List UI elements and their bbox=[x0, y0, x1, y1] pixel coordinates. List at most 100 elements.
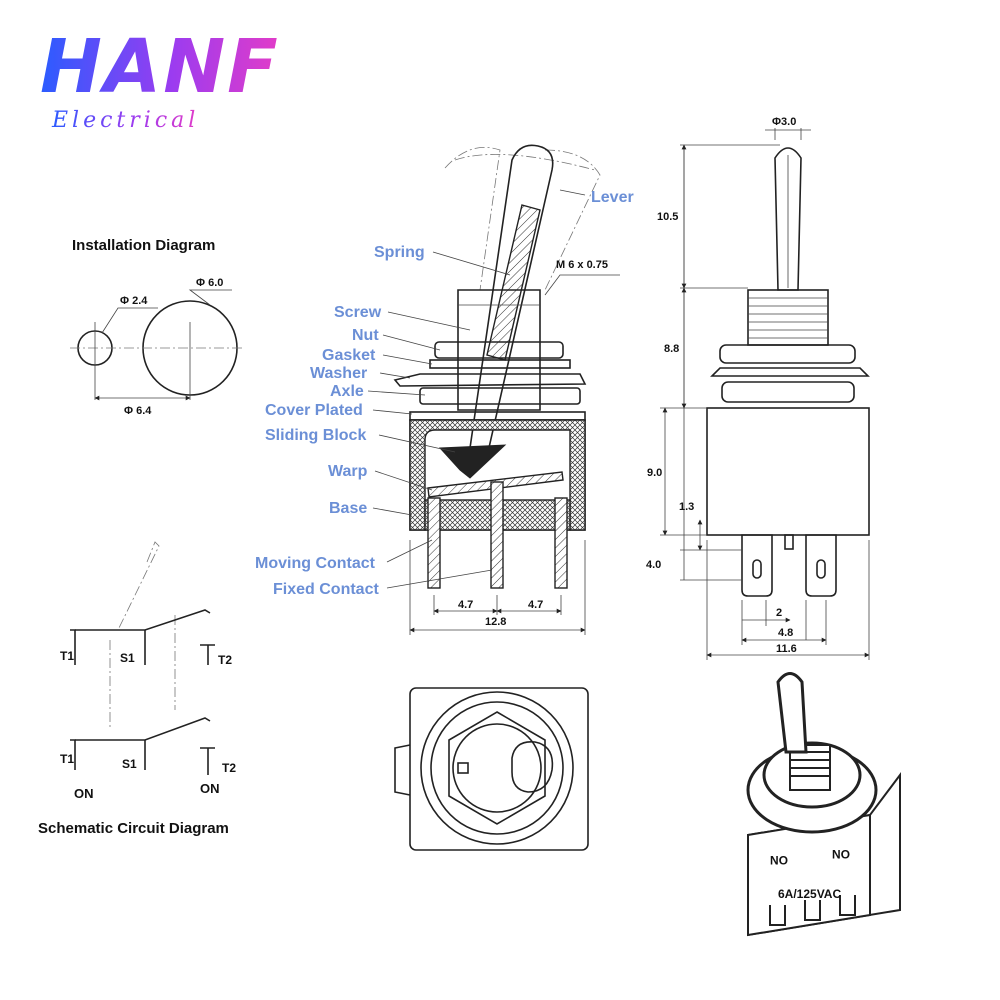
side-terminal-right bbox=[805, 534, 837, 597]
nut-leader bbox=[382, 334, 441, 351]
t2-top-label: T2 bbox=[218, 653, 232, 667]
side-view: 10.5 8.8 9.0 1.3 4.0 Φ3.0 2 4.8 11.6 bbox=[646, 116, 870, 660]
render-on-right: ON bbox=[832, 847, 850, 861]
product-render: ON ON 6A/125VAC bbox=[746, 672, 901, 937]
schematic-title: Schematic Circuit Diagram bbox=[38, 820, 229, 837]
on-left-label: ON bbox=[74, 786, 94, 801]
side-terminal-left-hole bbox=[752, 559, 762, 579]
base-leader bbox=[372, 507, 413, 516]
side-nut-top bbox=[719, 344, 856, 364]
terminal-width-dim: 2 bbox=[776, 607, 782, 619]
sliding-block-leader bbox=[378, 434, 456, 453]
thread-dim: M 6 x 0.75 bbox=[556, 259, 608, 271]
s1-top-label: S1 bbox=[120, 651, 135, 665]
top-bushing bbox=[452, 723, 542, 813]
warp-leader bbox=[374, 470, 433, 491]
terminal-right bbox=[554, 497, 568, 589]
moving-contact-leader bbox=[386, 539, 433, 563]
lever-leader bbox=[559, 189, 586, 196]
render-terminals bbox=[769, 895, 856, 926]
sliding-block-label: Sliding Block bbox=[265, 427, 366, 444]
body-height-dim: 9.0 bbox=[647, 467, 662, 479]
render-threads bbox=[790, 751, 830, 777]
schematic-actuator bbox=[117, 541, 160, 631]
top-bushing-slot bbox=[457, 762, 469, 774]
side-threads bbox=[748, 297, 828, 339]
base-label: Base bbox=[329, 500, 367, 517]
fixed-contact-leader bbox=[386, 569, 493, 589]
side-terminal-left bbox=[741, 534, 773, 597]
fixed-contact-label: Fixed Contact bbox=[273, 581, 379, 598]
body-width-dim: 11.6 bbox=[776, 643, 797, 655]
side-lever bbox=[774, 147, 802, 291]
t1-top-label: T1 bbox=[60, 649, 74, 663]
t2-bottom-terminal bbox=[200, 747, 215, 775]
top-body bbox=[409, 687, 589, 851]
washer bbox=[393, 373, 587, 387]
lever-swing-arc bbox=[454, 154, 596, 171]
gasket-label: Gasket bbox=[322, 347, 376, 364]
large-hole-leader bbox=[188, 289, 232, 306]
side-body bbox=[706, 407, 870, 536]
t2-top-terminal bbox=[200, 644, 215, 665]
side-terminal-right-hole bbox=[816, 559, 826, 579]
top-pole-blade bbox=[75, 609, 211, 631]
render-rating: 6A/125VAC bbox=[778, 887, 841, 901]
bottom-pole-blade bbox=[75, 717, 211, 741]
terminal-left bbox=[427, 497, 441, 589]
lever bbox=[469, 144, 554, 453]
top-nut-outer bbox=[430, 701, 564, 835]
moving-contact-label: Moving Contact bbox=[255, 555, 376, 572]
lever-ghost-left bbox=[444, 147, 501, 291]
nut-label: Nut bbox=[352, 327, 379, 344]
terminal-length-dim: 4.0 bbox=[646, 559, 661, 571]
side-nut-bottom bbox=[721, 381, 855, 403]
bushing bbox=[457, 289, 541, 411]
nut bbox=[434, 341, 564, 359]
spacing-dim: Φ 6.4 bbox=[124, 405, 152, 417]
top-key-tab bbox=[394, 744, 411, 796]
bushing-height-dim: 8.8 bbox=[664, 343, 679, 355]
terminal-center bbox=[490, 481, 504, 589]
warp-label: Warp bbox=[328, 463, 368, 480]
installation-title: Installation Diagram bbox=[72, 237, 215, 254]
axle-nut bbox=[419, 387, 581, 405]
screw-leader bbox=[387, 311, 471, 331]
axle-leader bbox=[367, 390, 426, 396]
gasket bbox=[429, 359, 571, 369]
small-hole-leader bbox=[101, 307, 158, 334]
washer-leader bbox=[379, 372, 411, 379]
t2-bottom-label: T2 bbox=[222, 761, 236, 775]
width-dim: 12.8 bbox=[485, 616, 506, 628]
brand-subtitle: Electrical bbox=[51, 108, 199, 133]
installation-diagram: Installation Diagram Φ 2.4 Φ 6.0 Φ 6.4 bbox=[70, 237, 245, 417]
s1-bottom-label: S1 bbox=[122, 757, 137, 771]
top-view bbox=[394, 687, 589, 851]
gasket-leader bbox=[382, 354, 433, 365]
pitch-left-dim: 4.7 bbox=[458, 599, 473, 611]
side-center-key bbox=[784, 534, 794, 550]
side-washer bbox=[710, 367, 870, 377]
spring-leader bbox=[432, 251, 511, 276]
large-hole-dim: Φ 6.0 bbox=[196, 277, 223, 289]
small-hole-dim: Φ 2.4 bbox=[120, 295, 148, 307]
cover-plated-leader bbox=[372, 409, 413, 415]
brand-name: HANF bbox=[40, 24, 280, 110]
pitch-right-dim: 4.7 bbox=[528, 599, 543, 611]
on-right-label: ON bbox=[200, 781, 220, 796]
terminal-pitch-dim: 4.8 bbox=[778, 627, 793, 639]
part-labels: Lever Spring Screw Nut Gasket Washer Axl… bbox=[255, 189, 634, 598]
washer-label: Washer bbox=[310, 365, 367, 382]
lever-height-dim: 10.5 bbox=[657, 211, 678, 223]
t1-bottom-label: T1 bbox=[60, 752, 74, 766]
cross-section-view: 4.7 4.7 12.8 M 6 x 0.75 bbox=[393, 144, 620, 635]
schematic-diagram: T1 S1 T2 T1 S1 T2 ON ON Schematic Circui… bbox=[38, 541, 236, 837]
cover-plated-label: Cover Plated bbox=[265, 402, 363, 419]
step-dim: 1.3 bbox=[679, 501, 694, 513]
lever-ghost-right bbox=[544, 149, 601, 291]
spring-label: Spring bbox=[374, 244, 425, 261]
top-washer bbox=[420, 691, 574, 845]
top-nut-hex bbox=[448, 711, 546, 825]
lever-label: Lever bbox=[591, 189, 634, 206]
